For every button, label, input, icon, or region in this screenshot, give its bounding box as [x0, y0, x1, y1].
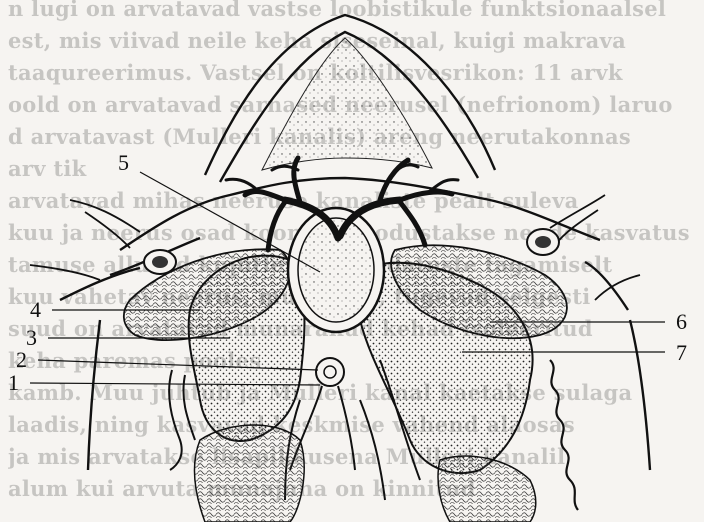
label-2: 2 [16, 347, 27, 372]
upper-cone-region [262, 38, 432, 170]
label-4: 4 [30, 297, 41, 322]
label-7: 7 [676, 340, 687, 365]
label-3: 3 [26, 325, 37, 350]
left-stippled-lobe [189, 256, 305, 441]
branching-vessels [226, 158, 458, 250]
small-central-organ [316, 358, 344, 386]
right-coiled-tube [550, 360, 578, 510]
label-5: 5 [118, 150, 129, 175]
lower-right-tissue [438, 456, 536, 522]
label-6: 6 [676, 309, 687, 334]
lower-left-tissue [195, 425, 305, 522]
label-1: 1 [8, 370, 19, 395]
